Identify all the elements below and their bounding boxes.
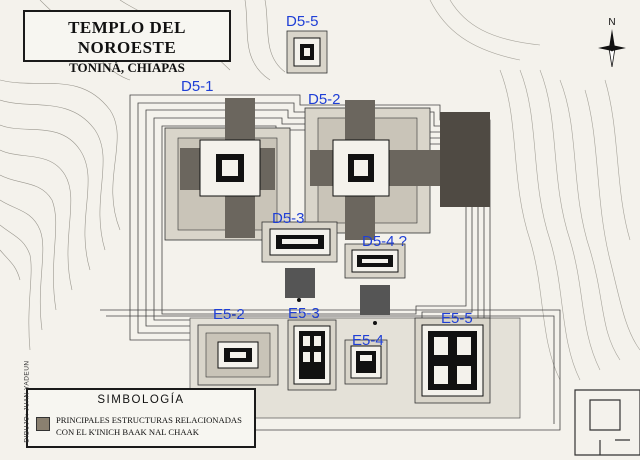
structure-e5-2 [197,324,279,386]
legend-swatch [36,417,50,431]
structure-e5-3 [287,319,337,391]
marker-dots [297,298,377,325]
label-e5-5: E5-5 [441,310,473,327]
label-d5-4: D5-4 ? [362,233,408,250]
structure-d5-5 [286,30,328,74]
drawing-credit: DIBUJO: JUAN YADEUN [23,360,31,443]
north-arrow-icon: N [598,17,626,68]
ruin-fragments [574,389,640,456]
east-stair [440,112,490,207]
structure-d5-4 [344,243,406,279]
structure-e5-5 [414,317,491,404]
label-d5-3: D5-3 [272,210,305,227]
structure-d5-1 [164,98,291,241]
label-e5-2: E5-2 [213,306,245,323]
legend-title: SIMBOLOGÍA [97,394,185,406]
legend-item-text: Principales estructuras relacionadas con… [56,415,242,437]
map-subtitle: TONINÁ, CHIAPAS [69,60,185,75]
label-d5-1: D5-1 [181,78,214,95]
label-e5-3: E5-3 [288,305,320,322]
map-title: TEMPLO DEL NOROESTE [68,18,186,57]
structure-d5-3 [261,221,338,263]
label-e5-4: E5-4 [352,332,384,349]
north-label: N [608,17,615,28]
label-d5-2: D5-2 [308,91,341,108]
central-stair [285,268,390,315]
label-d5-5: D5-5 [286,13,319,30]
title-box: TEMPLO DEL NOROESTE TONINÁ, CHIAPAS [23,10,231,75]
terrain-contours-east [429,0,640,381]
structure-e5-4 [344,339,388,385]
legend-box: SIMBOLOGÍA Principales estructuras relac… [26,388,256,448]
